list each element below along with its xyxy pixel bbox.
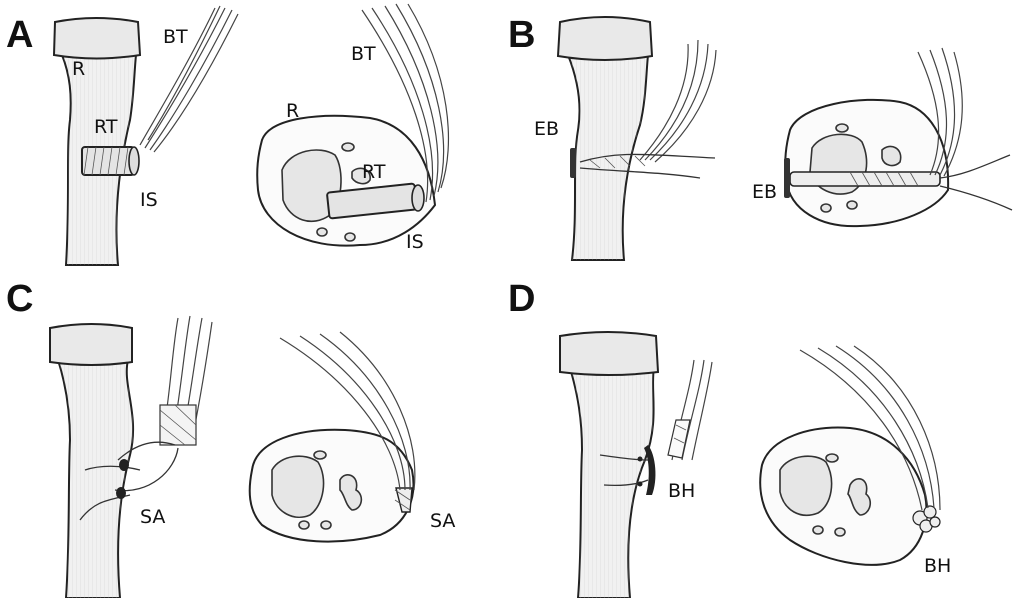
label-r-long: R <box>72 58 85 80</box>
label-sa-cross: SA <box>430 510 455 532</box>
radius-cross-section-a <box>257 116 435 246</box>
radius-cross-section-c <box>250 430 414 542</box>
panel-a: BT R RT IS BT R RT IS <box>54 4 448 265</box>
label-is-long: IS <box>140 189 158 211</box>
radius-bone-longitudinal-d <box>560 332 658 598</box>
label-eb-cross: EB <box>752 181 777 203</box>
label-rt-cross: RT <box>362 161 386 183</box>
radial-head-c <box>50 324 132 365</box>
radial-head-d <box>560 332 658 375</box>
panel-b: EB EB <box>534 17 1012 260</box>
label-is-cross: IS <box>406 231 424 253</box>
endobutton-long <box>570 148 576 178</box>
radius-bone-longitudinal-b <box>558 17 652 260</box>
label-r-cross: R <box>286 100 299 122</box>
radius-cross-section-b <box>784 100 1012 226</box>
radius-bone-longitudinal <box>54 18 140 265</box>
label-bh-cross: BH <box>924 555 951 577</box>
suture-anchor-1 <box>119 459 129 471</box>
label-eb-long: EB <box>534 118 559 140</box>
interference-screw-a <box>82 147 139 175</box>
label-rt-long: RT <box>94 116 118 138</box>
biceps-tendon-a <box>140 6 238 152</box>
panel-c: SA SA <box>50 316 455 598</box>
radial-head-b <box>558 17 652 60</box>
label-bt-long: BT <box>163 26 188 48</box>
label-bt-cross: BT <box>351 43 376 65</box>
suture-anchor-2 <box>116 487 126 499</box>
endobutton-cross <box>784 158 790 198</box>
label-sa-long: SA <box>140 506 165 528</box>
radial-head <box>54 18 140 59</box>
label-bh-long: BH <box>668 480 695 502</box>
panel-d: BH BH <box>560 332 951 598</box>
radius-cross-section-d <box>760 428 940 565</box>
